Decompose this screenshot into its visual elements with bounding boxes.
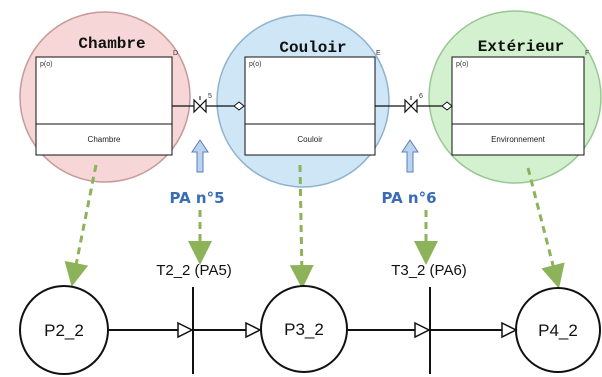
transition-t2-label: T2_2 (PA5)	[156, 262, 232, 279]
zone-title-chambre: Chambre	[78, 35, 145, 53]
dashed-arrow-chambre	[64, 164, 98, 287]
arc-p2-t2	[108, 321, 194, 339]
dashed-arrow-couloir	[289, 164, 314, 289]
arc-p3-t3	[347, 321, 431, 339]
arc-t2-p3	[194, 321, 262, 339]
block-chambre-port: p(o)	[40, 61, 52, 68]
valve-6-icon	[404, 98, 418, 114]
block-couloir-label: Couloir	[297, 135, 323, 144]
place-p2-2-label: P2_2	[44, 321, 84, 340]
block-exterieur-port: p(o)	[456, 61, 468, 68]
arc-t3-p4	[431, 321, 518, 339]
block-couloir: p(o) E Couloir	[244, 50, 381, 156]
place-p3-2: P3_2	[260, 285, 348, 373]
zone-title-exterieur: Extérieur	[478, 38, 564, 56]
valve-5-connection: 5	[172, 93, 245, 114]
block-chambre: p(o) D Chambre	[35, 50, 178, 156]
valve-5-icon	[193, 98, 207, 114]
zone-title-couloir: Couloir	[279, 39, 346, 57]
block-exterieur: p(o) F Environnement	[451, 50, 589, 156]
place-p4-2-label: P4_2	[538, 321, 578, 340]
valve-6-connection: 6	[375, 93, 453, 114]
valve-6-number: 6	[419, 93, 423, 100]
dashed-arrow-exterieur	[526, 167, 565, 289]
pa6-label: PA n°6	[381, 189, 436, 207]
block-exterieur-label: Environnement	[491, 135, 546, 144]
port-diamond-exterieur-left	[441, 101, 453, 111]
block-chambre-corner: D	[173, 50, 178, 57]
place-p4-2: P4_2	[515, 287, 601, 373]
valve-5-number: 5	[208, 93, 212, 100]
place-p3-2-label: P3_2	[284, 320, 324, 339]
port-diamond-couloir-left	[233, 101, 245, 111]
pa6-arrow-icon	[401, 139, 419, 173]
block-exterieur-corner: F	[585, 50, 589, 57]
block-chambre-label: Chambre	[88, 135, 121, 144]
block-couloir-corner: E	[376, 50, 381, 57]
transition-t3-label: T3_2 (PA6)	[391, 262, 467, 279]
place-p2-2: P2_2	[19, 285, 109, 375]
pa5-arrow-icon	[191, 139, 209, 173]
pa5-label: PA n°5	[169, 189, 224, 207]
block-couloir-port: p(o)	[249, 61, 261, 68]
